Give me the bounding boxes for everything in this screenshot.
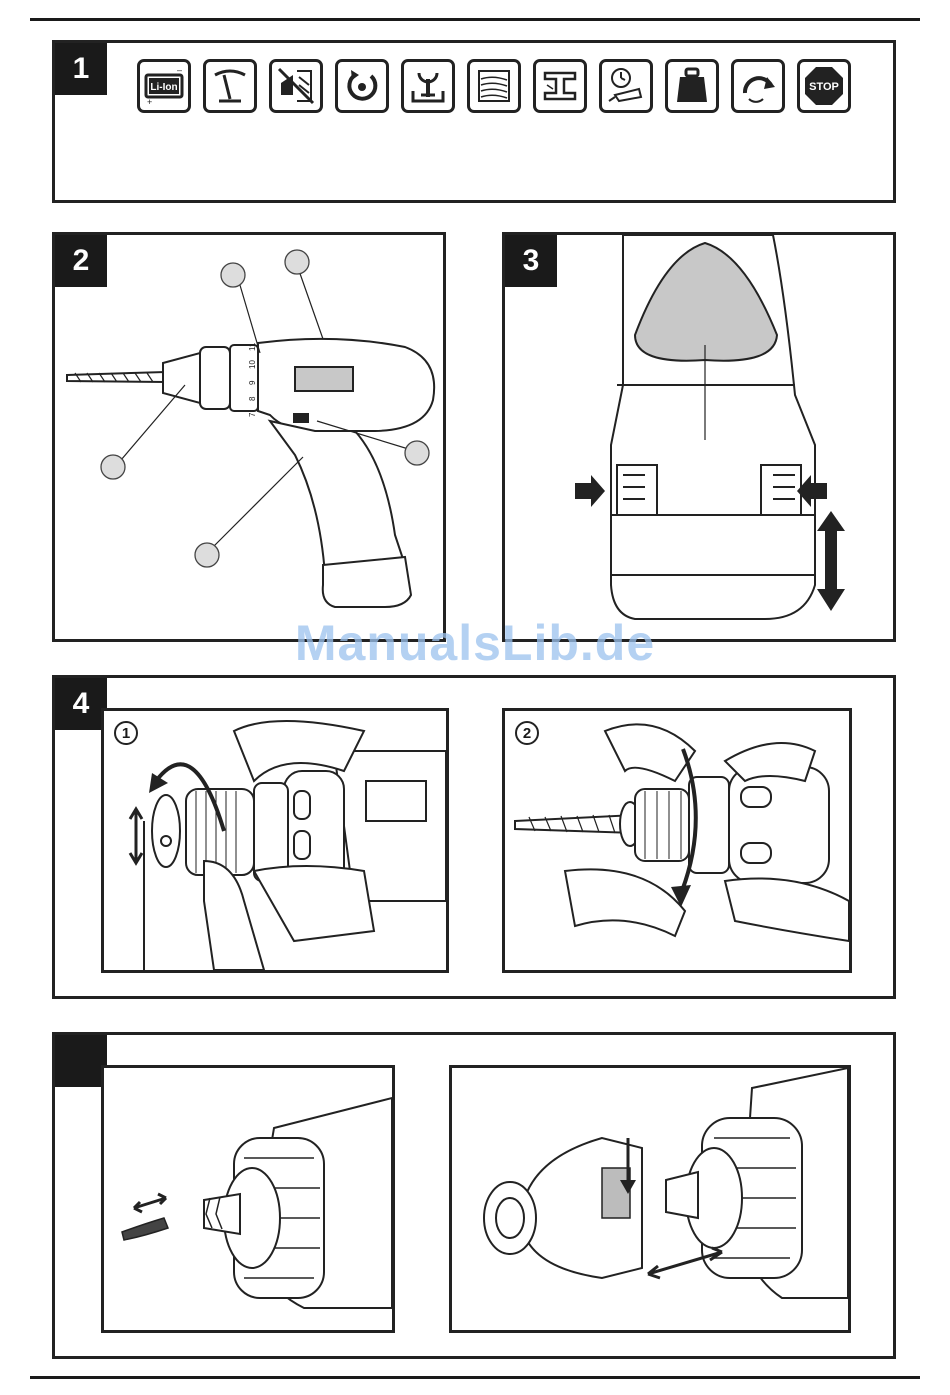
wood-icon [467,59,521,113]
figure-5-number [55,1035,107,1087]
svg-text:–: – [177,65,182,75]
step-1-badge: 1 [114,721,138,745]
stop-label: STOP [809,81,839,93]
figure-1-number: 1 [55,43,107,95]
chuck-removal-illustration [452,1068,848,1330]
scale-digit-7: 7 [248,412,257,417]
figure-5-left [101,1065,395,1333]
drill-side-view: 7 8 9 10 11 [55,235,443,639]
step-2-badge: 2 [515,721,539,745]
charging-time-icon [599,59,653,113]
figure-3-panel: 3 [502,232,896,642]
stop-icon: STOP [797,59,851,113]
watermark: ManualsLib.de [0,614,950,672]
screwdriver-bit-illustration [104,1068,392,1330]
torque-clutch-icon [401,59,455,113]
top-rule [30,18,920,21]
steel-beam-icon [533,59,587,113]
scale-digit-10: 10 [248,360,257,369]
figure-4-step-1: 1 [101,708,449,973]
battery-removal-view [505,235,893,639]
reverse-rotation-icon [731,59,785,113]
figure-4-number: 4 [55,678,107,730]
chuck-loosen-illustration [104,711,446,970]
figure-4-panel: 4 1 [52,675,896,999]
figure-5-panel [52,1032,896,1359]
scale-digit-9: 9 [248,380,257,385]
battery-label: Li-Ion [150,82,177,93]
svg-text:+: + [147,97,152,107]
figure-5-right [449,1065,851,1333]
weight-icon [665,59,719,113]
rotation-icon [335,59,389,113]
figure-4-step-2: 2 [502,708,852,973]
gauge-icon [203,59,257,113]
figure-2-panel: 2 7 8 9 10 11 [52,232,446,642]
no-rain-icon [269,59,323,113]
battery-li-ion-icon: Li-Ion + – [137,59,191,113]
figure-3-number: 3 [505,235,557,287]
bottom-rule [30,1376,920,1379]
scale-digit-11: 11 [248,342,257,351]
symbol-row: Li-Ion + – STOP [137,59,851,113]
bit-insert-illustration [505,711,849,970]
figure-1-panel: 1 Li-Ion + – STOP [52,40,896,203]
scale-digit-8: 8 [248,396,257,401]
